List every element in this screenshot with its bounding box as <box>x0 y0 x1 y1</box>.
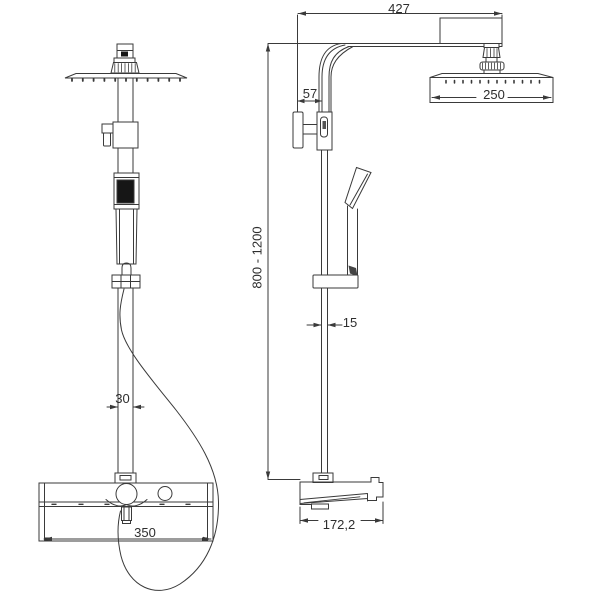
side-rain-head <box>429 73 554 103</box>
front-rail-foot <box>114 472 137 484</box>
dim-label-mixer-depth: 172,2 <box>322 517 356 532</box>
dim-rail-width <box>106 404 145 410</box>
dim-label-height-range: 800 - 1200 <box>249 226 265 289</box>
front-rain-head <box>64 73 188 82</box>
front-rail <box>117 287 134 474</box>
front-view <box>38 43 220 591</box>
dim-rail-depth <box>306 322 343 328</box>
side-riser-bend <box>318 43 354 113</box>
front-spout <box>121 506 132 524</box>
dim-label-arm-reach: 427 <box>388 1 410 16</box>
side-shower-arm <box>267 17 503 47</box>
side-mixer-unit <box>299 477 384 510</box>
side-swivel-connector-icon <box>479 43 505 74</box>
side-hand-shower <box>312 166 372 289</box>
front-diverter-knob <box>157 486 173 501</box>
dim-head-width <box>431 95 552 100</box>
dim-label-rail-width: 30 <box>115 391 130 406</box>
dim-label-head-width: 250 <box>483 87 505 102</box>
front-slider-holder <box>111 274 141 289</box>
front-pipe-mid <box>117 147 134 174</box>
side-wall-bracket <box>292 111 333 151</box>
front-top-fitting-icon <box>110 43 140 74</box>
front-mixer-unit <box>38 482 214 542</box>
front-shower-hose <box>117 288 220 591</box>
dim-label-rail-depth: 15 <box>342 315 358 330</box>
dim-arm-reach <box>297 11 503 113</box>
front-hand-shower <box>113 172 140 279</box>
side-rail-foot <box>312 472 334 483</box>
dim-label-wall-offset: 57 <box>302 86 318 101</box>
front-wall-bracket <box>101 121 139 149</box>
dim-height-range <box>265 43 301 480</box>
front-temp-knob <box>115 483 138 505</box>
dim-mixer-depth <box>299 501 384 524</box>
dim-label-mixer-width: 350 <box>134 525 156 540</box>
side-rail <box>321 149 328 474</box>
dim-mixer-width <box>43 536 212 542</box>
side-view <box>265 11 554 524</box>
dim-wall-offset <box>297 98 323 104</box>
front-riser-pipe <box>117 77 134 123</box>
